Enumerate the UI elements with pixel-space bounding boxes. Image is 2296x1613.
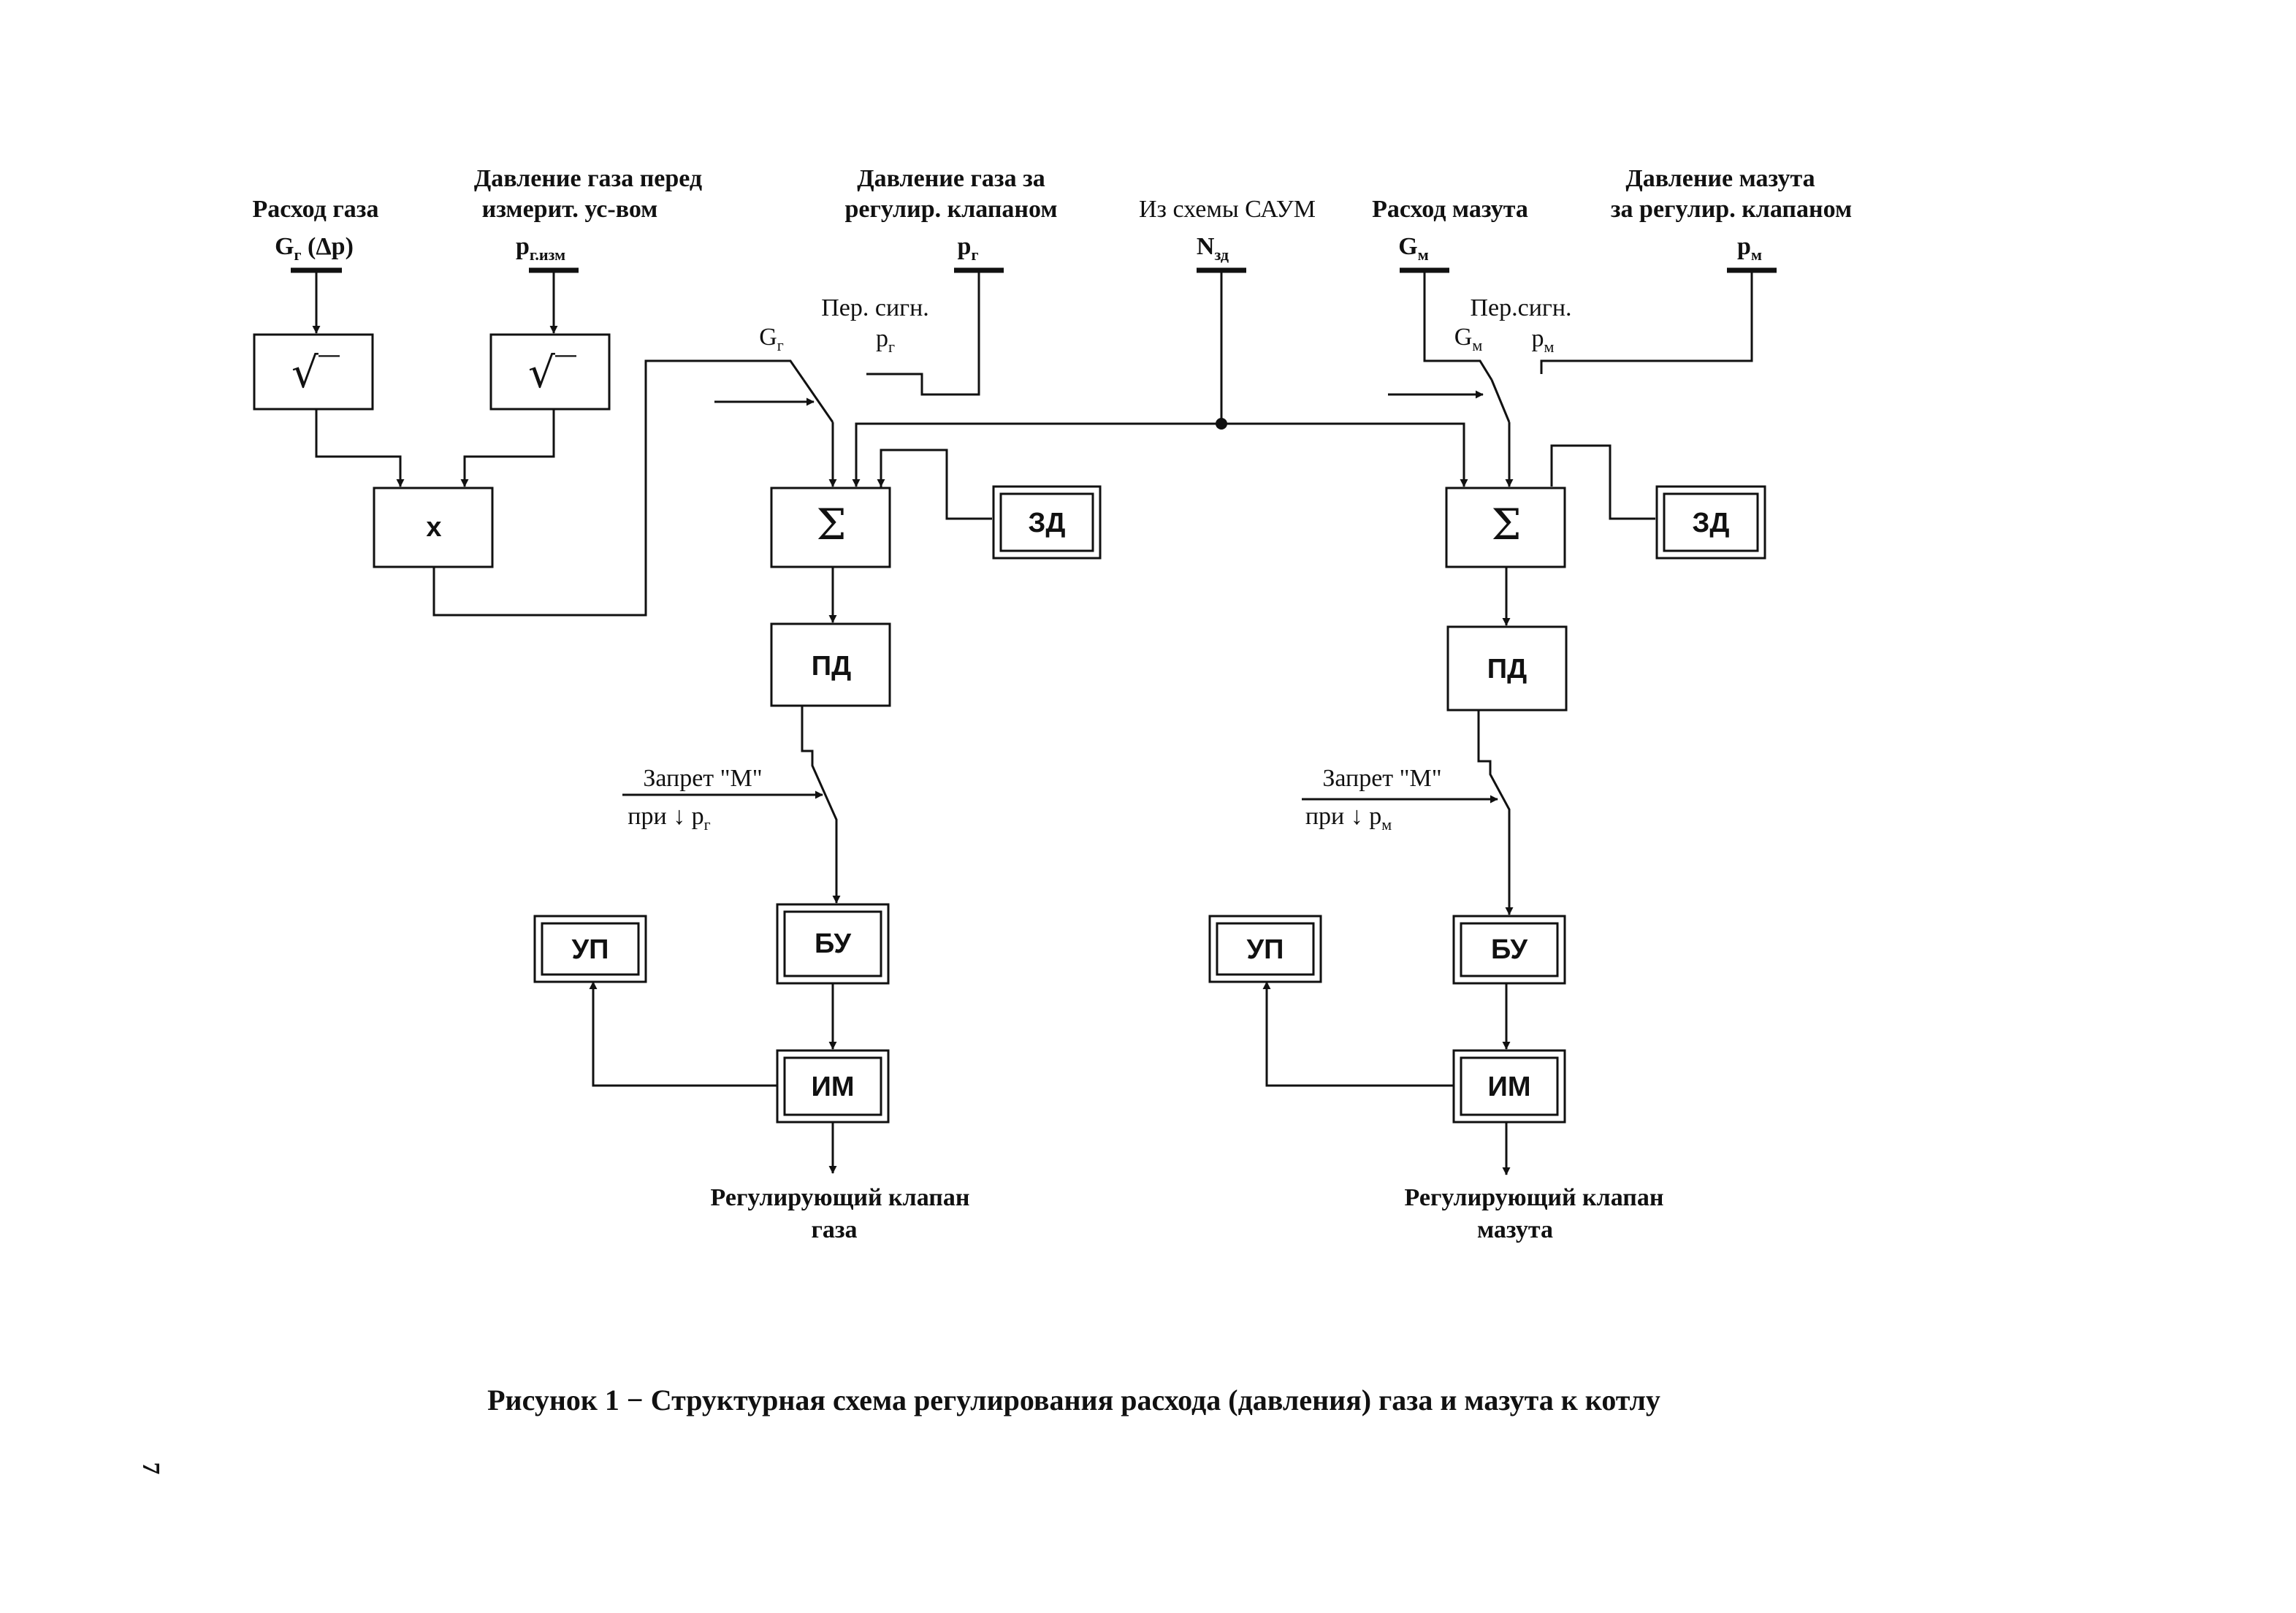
svg-text:Σ: Σ [1491,500,1521,549]
gas-sqrt-block-2: √‾ [489,333,611,411]
svg-text:√‾: √‾ [528,348,576,397]
gas-pd-block: ПД [770,622,891,707]
gas-interlock-label: Запрет "М" при ↓ pг [628,765,762,834]
svg-text:УП: УП [1247,934,1284,965]
oil-pd-block: ПД [1446,625,1568,712]
input-saum: Из схемы САУМ Nзд [1139,196,1316,264]
svg-text:БУ: БУ [1491,934,1528,965]
gas-bu-block: БУ [776,903,890,985]
svg-text:Регулирующий клапан: Регулирующий клапан [1405,1184,1664,1211]
svg-text:Расход газа: Расход газа [253,196,379,223]
svg-text:Давление газа за: Давление газа за [857,165,1045,192]
gas-switch-labels: Пер. сигн. Gг pг [759,294,929,356]
svg-text:Пер. сигн.: Пер. сигн. [821,294,929,321]
svg-text:pг: pг [958,233,979,264]
gas-im-block: ИМ [776,1049,890,1124]
figure-caption: Рисунок 1 − Структурная схема регулирова… [487,1384,1660,1416]
input-gas-flow: Расход газа Gг (Δp) [253,196,379,264]
svg-text:Nзд: Nзд [1197,233,1229,264]
input-gas-pressure-meter: Давление газа перед измерит. ус-вом pг.и… [474,165,702,264]
svg-text:Запрет "М": Запрет "М" [643,765,762,792]
oil-setpoint-block: ЗД [1655,485,1766,560]
oil-bu-block: БУ [1452,915,1566,985]
svg-text:Регулирующий клапан: Регулирующий клапан [711,1184,970,1211]
svg-text:Σ: Σ [816,500,846,549]
gas-sqrt-block-1: √‾ [253,333,374,411]
svg-text:измерит. ус-вом: измерит. ус-вом [482,196,658,223]
oil-switch-labels: Пер.сигн. Gм pм [1454,294,1572,356]
input-oil-flow: Расход мазута Gм [1372,196,1528,264]
svg-text:ИМ: ИМ [1488,1072,1531,1102]
svg-text:мазута: мазута [1477,1216,1553,1243]
svg-text:при ↓ pг: при ↓ pг [628,803,710,834]
svg-text:ПД: ПД [1487,654,1527,685]
svg-text:Давление мазута: Давление мазута [1625,165,1815,192]
input-gas-pressure-valve: Давление газа за регулир. клапаном pг [844,165,1057,264]
svg-text:Gм: Gм [1454,324,1483,354]
svg-text:УП: УП [572,934,609,965]
svg-text:pм: pм [1737,233,1762,264]
svg-text:Запрет "М": Запрет "М" [1322,765,1441,792]
svg-text:Gм: Gм [1398,233,1428,264]
oil-im-block: ИМ [1452,1049,1566,1124]
gas-sum-block: Σ [770,487,891,568]
svg-text:Расход мазута: Расход мазута [1372,196,1528,223]
svg-text:Давление газа перед: Давление газа перед [474,165,702,192]
gas-output-label: Регулирующий клапан газа [711,1184,970,1243]
saum-bus [855,270,1468,487]
svg-text:pм: pм [1532,325,1555,356]
svg-text:регулир. клапаном: регулир. клапаном [844,196,1057,223]
svg-text:Пер.сигн.: Пер.сигн. [1470,294,1571,321]
gas-wiring [312,270,992,1174]
oil-output-label: Регулирующий клапан мазута [1405,1184,1664,1243]
svg-text:Из схемы САУМ: Из схемы САУМ [1139,196,1316,223]
svg-text:ЗД: ЗД [1029,508,1066,538]
svg-text:pг: pг [876,325,895,356]
svg-text:ЗД: ЗД [1693,508,1730,538]
svg-text:Gг: Gг [759,324,784,354]
svg-text:за регулир. клапаном: за регулир. клапаном [1611,196,1852,223]
svg-text:Gг (Δp): Gг (Δp) [275,233,354,264]
svg-text:при ↓ pм: при ↓ pм [1305,803,1392,834]
gas-setpoint-block: ЗД [992,485,1102,560]
oil-sum-block: Σ [1445,487,1566,568]
svg-text:газа: газа [811,1216,857,1243]
svg-text:БУ: БУ [815,928,851,959]
svg-text:pг.изм: pг.изм [516,233,565,264]
svg-text:ПД: ПД [812,651,851,682]
oil-up-block: УП [1208,915,1322,983]
svg-text:√‾: √‾ [291,348,340,397]
input-oil-pressure-valve: Давление мазута за регулир. клапаном pм [1611,165,1852,264]
oil-wiring [1262,270,1753,1175]
page-number: 7 [137,1463,164,1475]
oil-interlock-label: Запрет "М" при ↓ pм [1305,765,1442,834]
svg-text:ИМ: ИМ [812,1072,855,1102]
gas-up-block: УП [533,915,647,983]
svg-text:x: x [426,512,441,543]
gas-multiplier-block: x [373,487,494,568]
